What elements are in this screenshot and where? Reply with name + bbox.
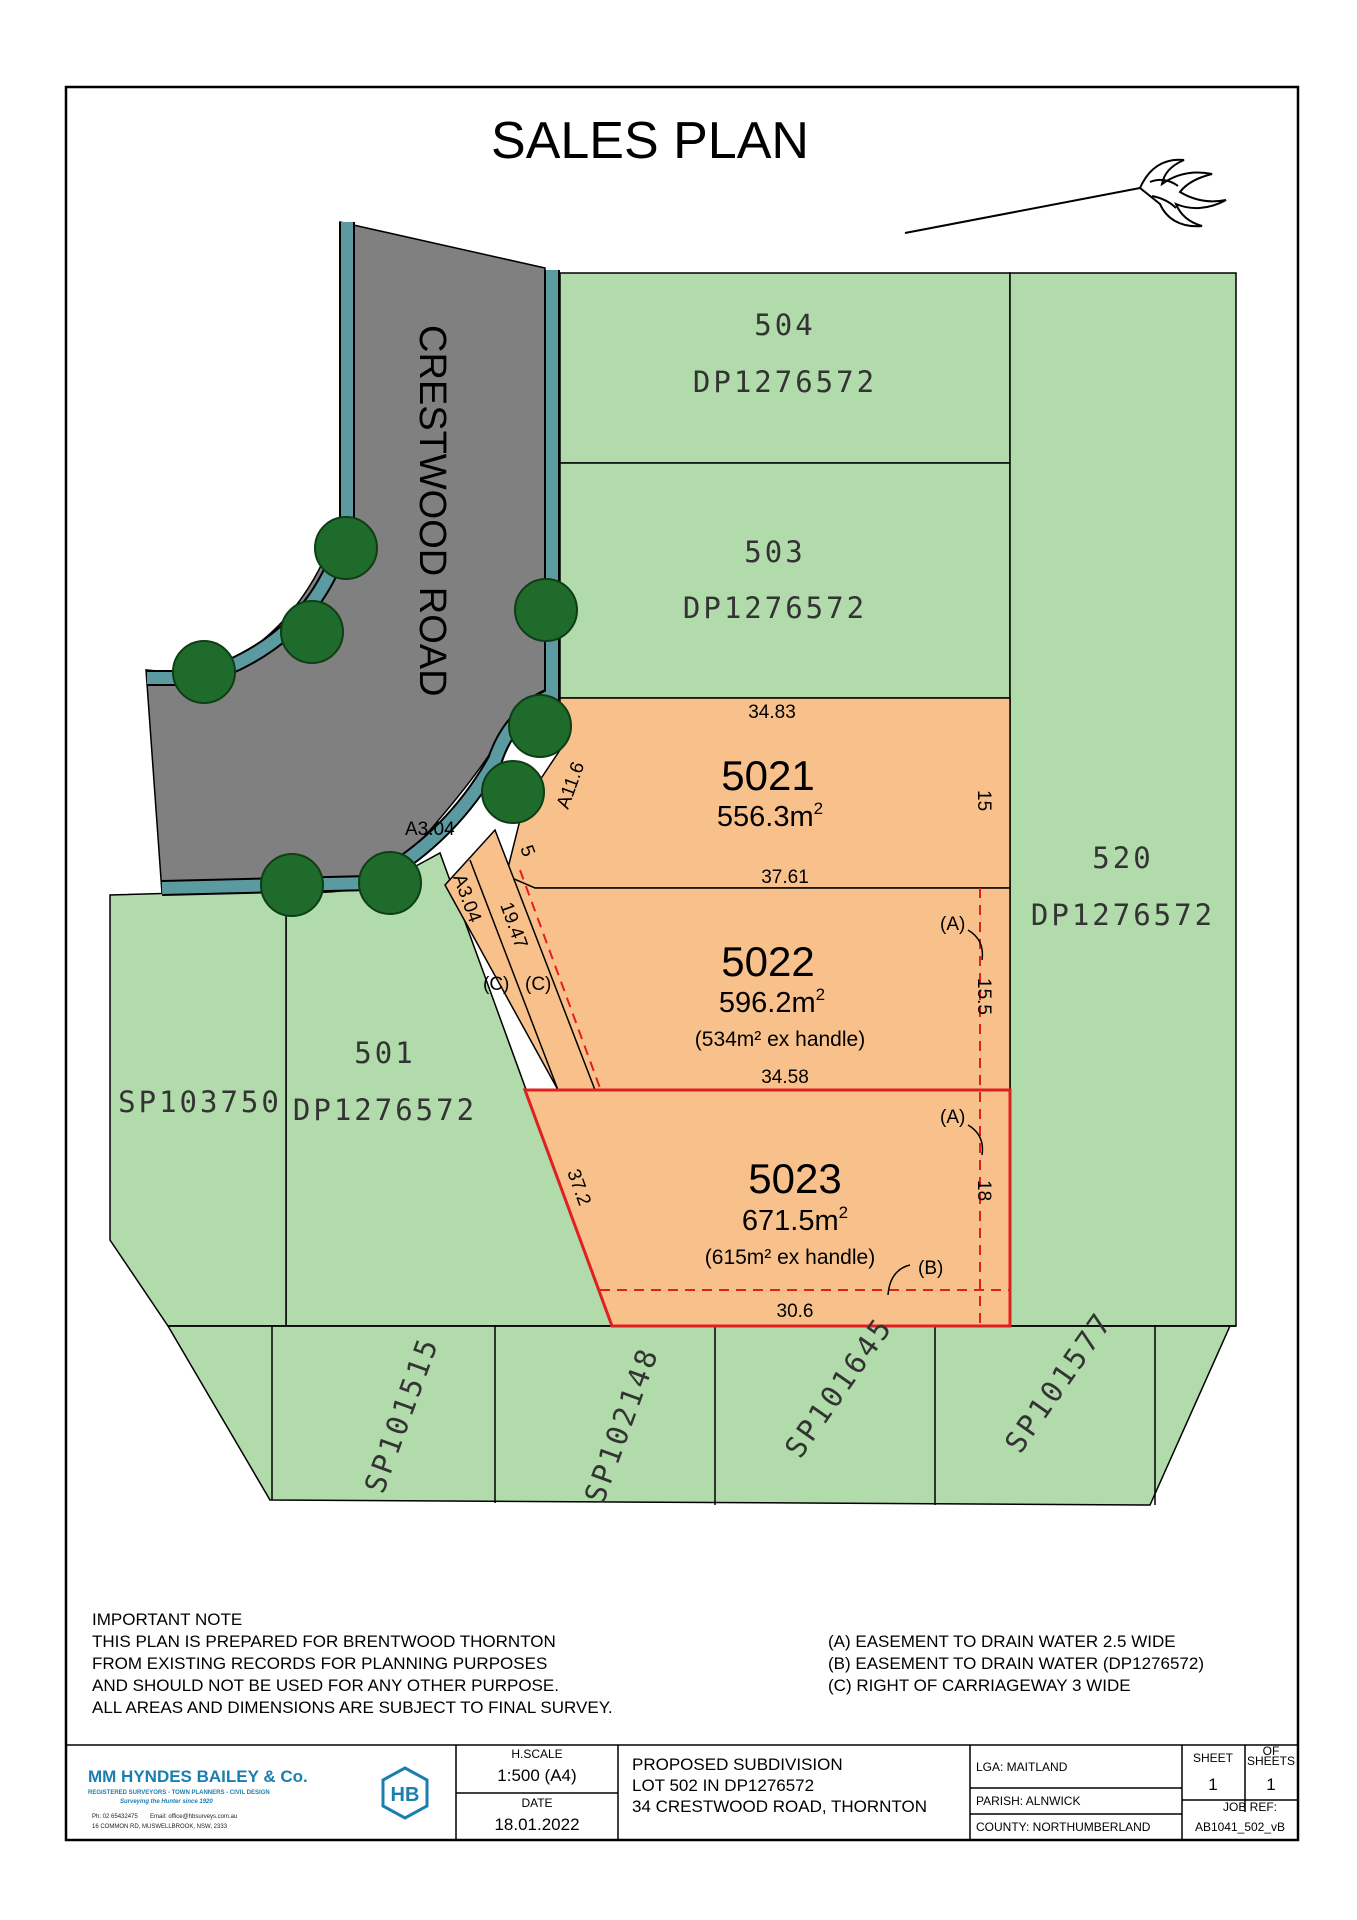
of-number: 1 [1266, 1775, 1275, 1794]
important-note-line-5: ALL AREAS AND DIMENSIONS ARE SUBJECT TO … [92, 1698, 613, 1717]
lot-503-number: 503 [744, 535, 805, 569]
company-email: Email: office@hbsurveys.com.au [150, 1814, 237, 1820]
company-address: 16 COMMON RD, MUSWELLBROOK, NSW, 2333 [92, 1824, 228, 1830]
county: COUNTY: NORTHUMBERLAND [976, 1820, 1151, 1834]
arc-3-04-a: A3.04 [405, 819, 455, 840]
street-trees [172, 516, 578, 917]
lot-5021-number: 5021 [721, 752, 814, 799]
tree-icon [481, 760, 545, 824]
lot-5021-area: 556.3m2 [717, 799, 823, 833]
proposed-lots [444, 697, 1011, 1327]
tree-icon [280, 600, 344, 664]
of-label-1: OF [1263, 1744, 1280, 1758]
tree-icon [514, 578, 578, 642]
lot-5023-boundary [522, 1088, 1012, 1328]
lot-520-plan: DP1276572 [1031, 898, 1215, 932]
important-note-line-1: IMPORTANT NOTE [92, 1610, 242, 1629]
lot-5023-note: (615m² ex handle) [705, 1246, 875, 1269]
easement-a-label-2: (A) [940, 1107, 965, 1128]
tree-icon [358, 851, 422, 915]
easement-lines [519, 869, 1010, 1326]
tree-icon [508, 694, 572, 758]
important-note-line-2: THIS PLAN IS PREPARED FOR BRENTWOOD THOR… [92, 1632, 556, 1651]
company-logo: HB [381, 1766, 429, 1820]
dim-37-61: 37.61 [761, 867, 809, 888]
company-sub-1: REGISTERED SURVEYORS - TOWN PLANNERS - C… [88, 1790, 270, 1796]
desc-line-2: LOT 502 IN DP1276572 [632, 1776, 814, 1795]
dim-18: 18 [973, 1180, 994, 1201]
tree-icon [314, 516, 378, 580]
road-name-label: CRESTWOOD ROAD [411, 325, 453, 697]
plan-title: SALES PLAN [491, 112, 809, 170]
desc-line-1: PROPOSED SUBDIVISION [632, 1755, 843, 1774]
dim-15: 15 [973, 790, 994, 811]
jobref-value: AB1041_502_vB [1195, 1820, 1285, 1834]
lot-5022-area: 596.2m2 [719, 985, 825, 1019]
north-arrow-icon [904, 158, 1227, 234]
important-note-line-4: AND SHOULD NOT BE USED FOR ANY OTHER PUR… [92, 1676, 559, 1695]
lot-504-number: 504 [754, 308, 815, 342]
lot-504-parcel [559, 272, 1011, 464]
jobref-label: JOB REF: [1223, 1800, 1277, 1814]
lot-5023-area: 671.5m2 [742, 1203, 848, 1237]
dim-30-6: 30.6 [777, 1301, 814, 1322]
tree-icon [260, 853, 324, 917]
title-block [65, 1744, 1299, 1841]
lot-503-plan: DP1276572 [683, 591, 867, 625]
easement-b-label: (B) [918, 1258, 943, 1279]
lot-504-plan: DP1276572 [693, 365, 877, 399]
legend-c: (C) RIGHT OF CARRIAGEWAY 3 WIDE [828, 1676, 1131, 1695]
lot-501-number: 501 [354, 1036, 415, 1070]
date-value: 18.01.2022 [494, 1815, 579, 1834]
important-note-line-3: FROM EXISTING RECORDS FOR PLANNING PURPO… [92, 1654, 547, 1673]
lot-5022-number: 5022 [721, 938, 814, 985]
legend-a: (A) EASEMENT TO DRAIN WATER 2.5 WIDE [828, 1632, 1176, 1651]
carriageway-c-label-2: (C) [525, 974, 551, 995]
lot-503-parcel [559, 462, 1011, 699]
sheet-number: 1 [1208, 1775, 1217, 1794]
lot-sp103750-label: SP103750 [118, 1085, 282, 1119]
lot-5023-number: 5023 [748, 1155, 841, 1202]
date-label: DATE [521, 1796, 552, 1810]
dim-15-5: 15.5 [973, 978, 994, 1015]
of-label-2: SHEETS [1247, 1754, 1295, 1768]
easement-a-label-1: (A) [940, 914, 965, 935]
lot-501-plan: DP1276572 [293, 1093, 477, 1127]
easement-arcs [887, 929, 984, 1296]
desc-line-3: 34 CRESTWOOD ROAD, THORNTON [632, 1797, 927, 1816]
lot-520-number: 520 [1092, 841, 1153, 875]
company-phone: Ph: 02 65432475 [92, 1814, 138, 1820]
dim-34-83: 34.83 [748, 702, 796, 723]
company-sub-2: Surveying the Hunter since 1920 [120, 1799, 213, 1805]
company-name: MM HYNDES BAILEY & Co. [88, 1767, 308, 1786]
dim-34-58: 34.58 [761, 1067, 809, 1088]
tree-icon [172, 640, 236, 704]
lot-520-parcel [1009, 272, 1237, 1327]
lga: LGA: MAITLAND [976, 1760, 1068, 1774]
parish: PARISH: ALNWICK [976, 1794, 1080, 1808]
svg-text:HB: HB [391, 1784, 420, 1806]
sheet-label: SHEET [1193, 1751, 1234, 1765]
legend-b: (B) EASEMENT TO DRAIN WATER (DP1276572) [828, 1654, 1204, 1673]
hscale-value: 1:500 (A4) [497, 1766, 576, 1785]
lot-5022-note: (534m² ex handle) [695, 1028, 865, 1051]
carriageway-c-label-1: (C) [483, 974, 509, 995]
hscale-label: H.SCALE [511, 1747, 562, 1761]
